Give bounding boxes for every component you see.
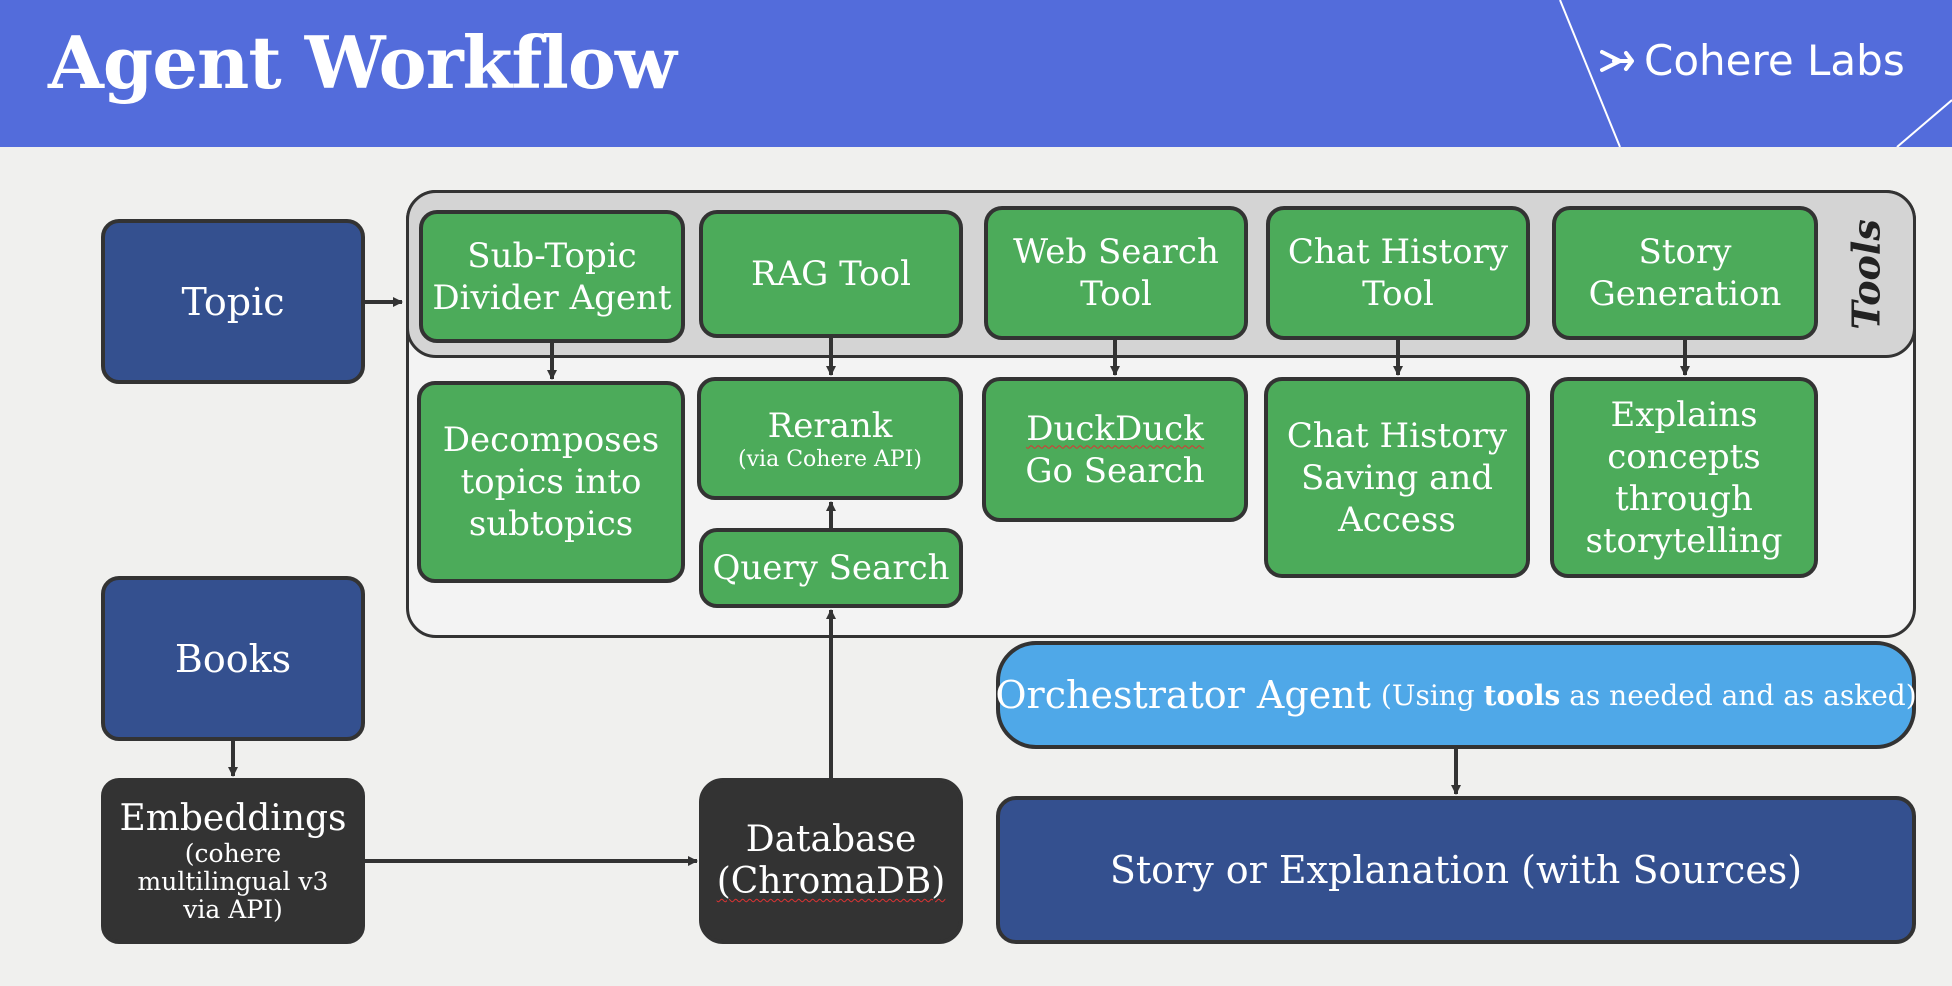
embeddings-node: Embeddings (cohere multilingual v3 via A… [101,778,365,944]
subtopic-divider-tool: Sub-Topic Divider Agent [419,210,685,343]
orchestrator-note: (Using tools as needed and as asked) [1380,678,1917,712]
rag-tool: RAG Tool [699,210,963,338]
header-bar: Agent Workflow Cohere Labs [0,0,1952,147]
header-decoration [1559,0,1952,147]
tools-label: Tools [1843,218,1889,330]
topic-node: Topic [101,219,365,384]
brand-name: Cohere Labs [1644,36,1905,85]
story-generation-tool: Story Generation [1552,206,1818,340]
orchestrator-node: Orchestrator Agent (Using tools as neede… [995,641,1917,749]
web-search-tool: Web Search Tool [984,206,1248,340]
books-node: Books [101,576,365,741]
brand-logo: Cohere Labs [1600,34,1905,88]
database-node: Database (ChromaDB) [699,778,963,944]
page-title: Agent Workflow [48,20,677,105]
query-search-detail: Query Search [699,528,963,608]
cohere-mark-icon [1600,50,1634,72]
output-node: Story or Explanation (with Sources) [996,796,1916,944]
rerank-detail: Rerank (via Cohere API) [697,377,963,500]
decomposes-detail: Decomposes topics into subtopics [417,381,685,583]
chat-history-tool: Chat History Tool [1266,206,1530,340]
duckduckgo-detail: DuckDuck Go Search [982,377,1248,522]
chat-history-detail: Chat History Saving and Access [1264,377,1530,578]
storytelling-detail: Explains concepts through storytelling [1550,377,1818,578]
